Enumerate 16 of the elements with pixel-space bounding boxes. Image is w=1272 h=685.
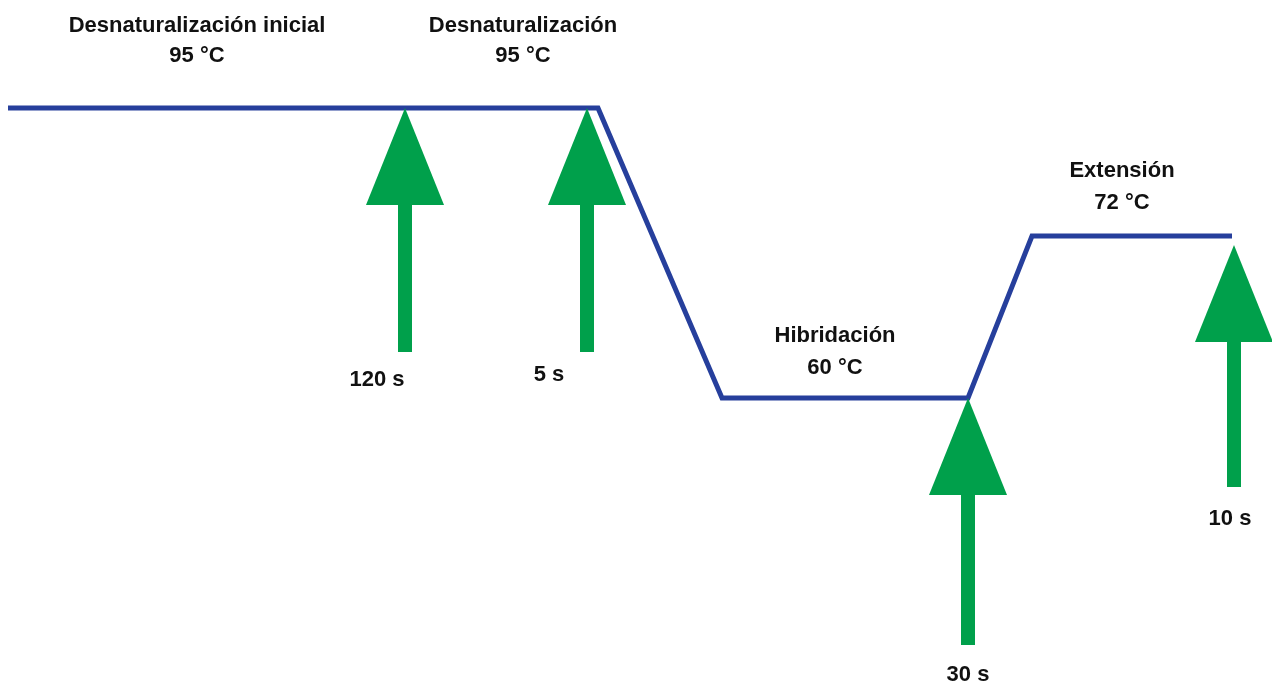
temperature-label: 72 °C [1094, 189, 1150, 215]
temperature-label: 95 °C [495, 42, 551, 68]
arrow [1195, 245, 1272, 487]
temperature-label: 60 °C [807, 354, 863, 380]
temperature-label: 95 °C [169, 42, 225, 68]
duration-label: 5 s [533, 361, 565, 387]
duration-label: 10 s [1208, 505, 1252, 531]
arrow [366, 108, 444, 352]
stage-label: Desnaturalización [428, 12, 618, 38]
stage-label: Hibridación [774, 322, 896, 348]
arrow [548, 108, 626, 352]
arrow [929, 398, 1007, 645]
stage-label: Extensión [1069, 157, 1175, 183]
duration-label: 120 s [349, 366, 405, 392]
duration-label: 30 s [946, 661, 990, 685]
stage-label: Desnaturalización inicial [68, 12, 326, 38]
